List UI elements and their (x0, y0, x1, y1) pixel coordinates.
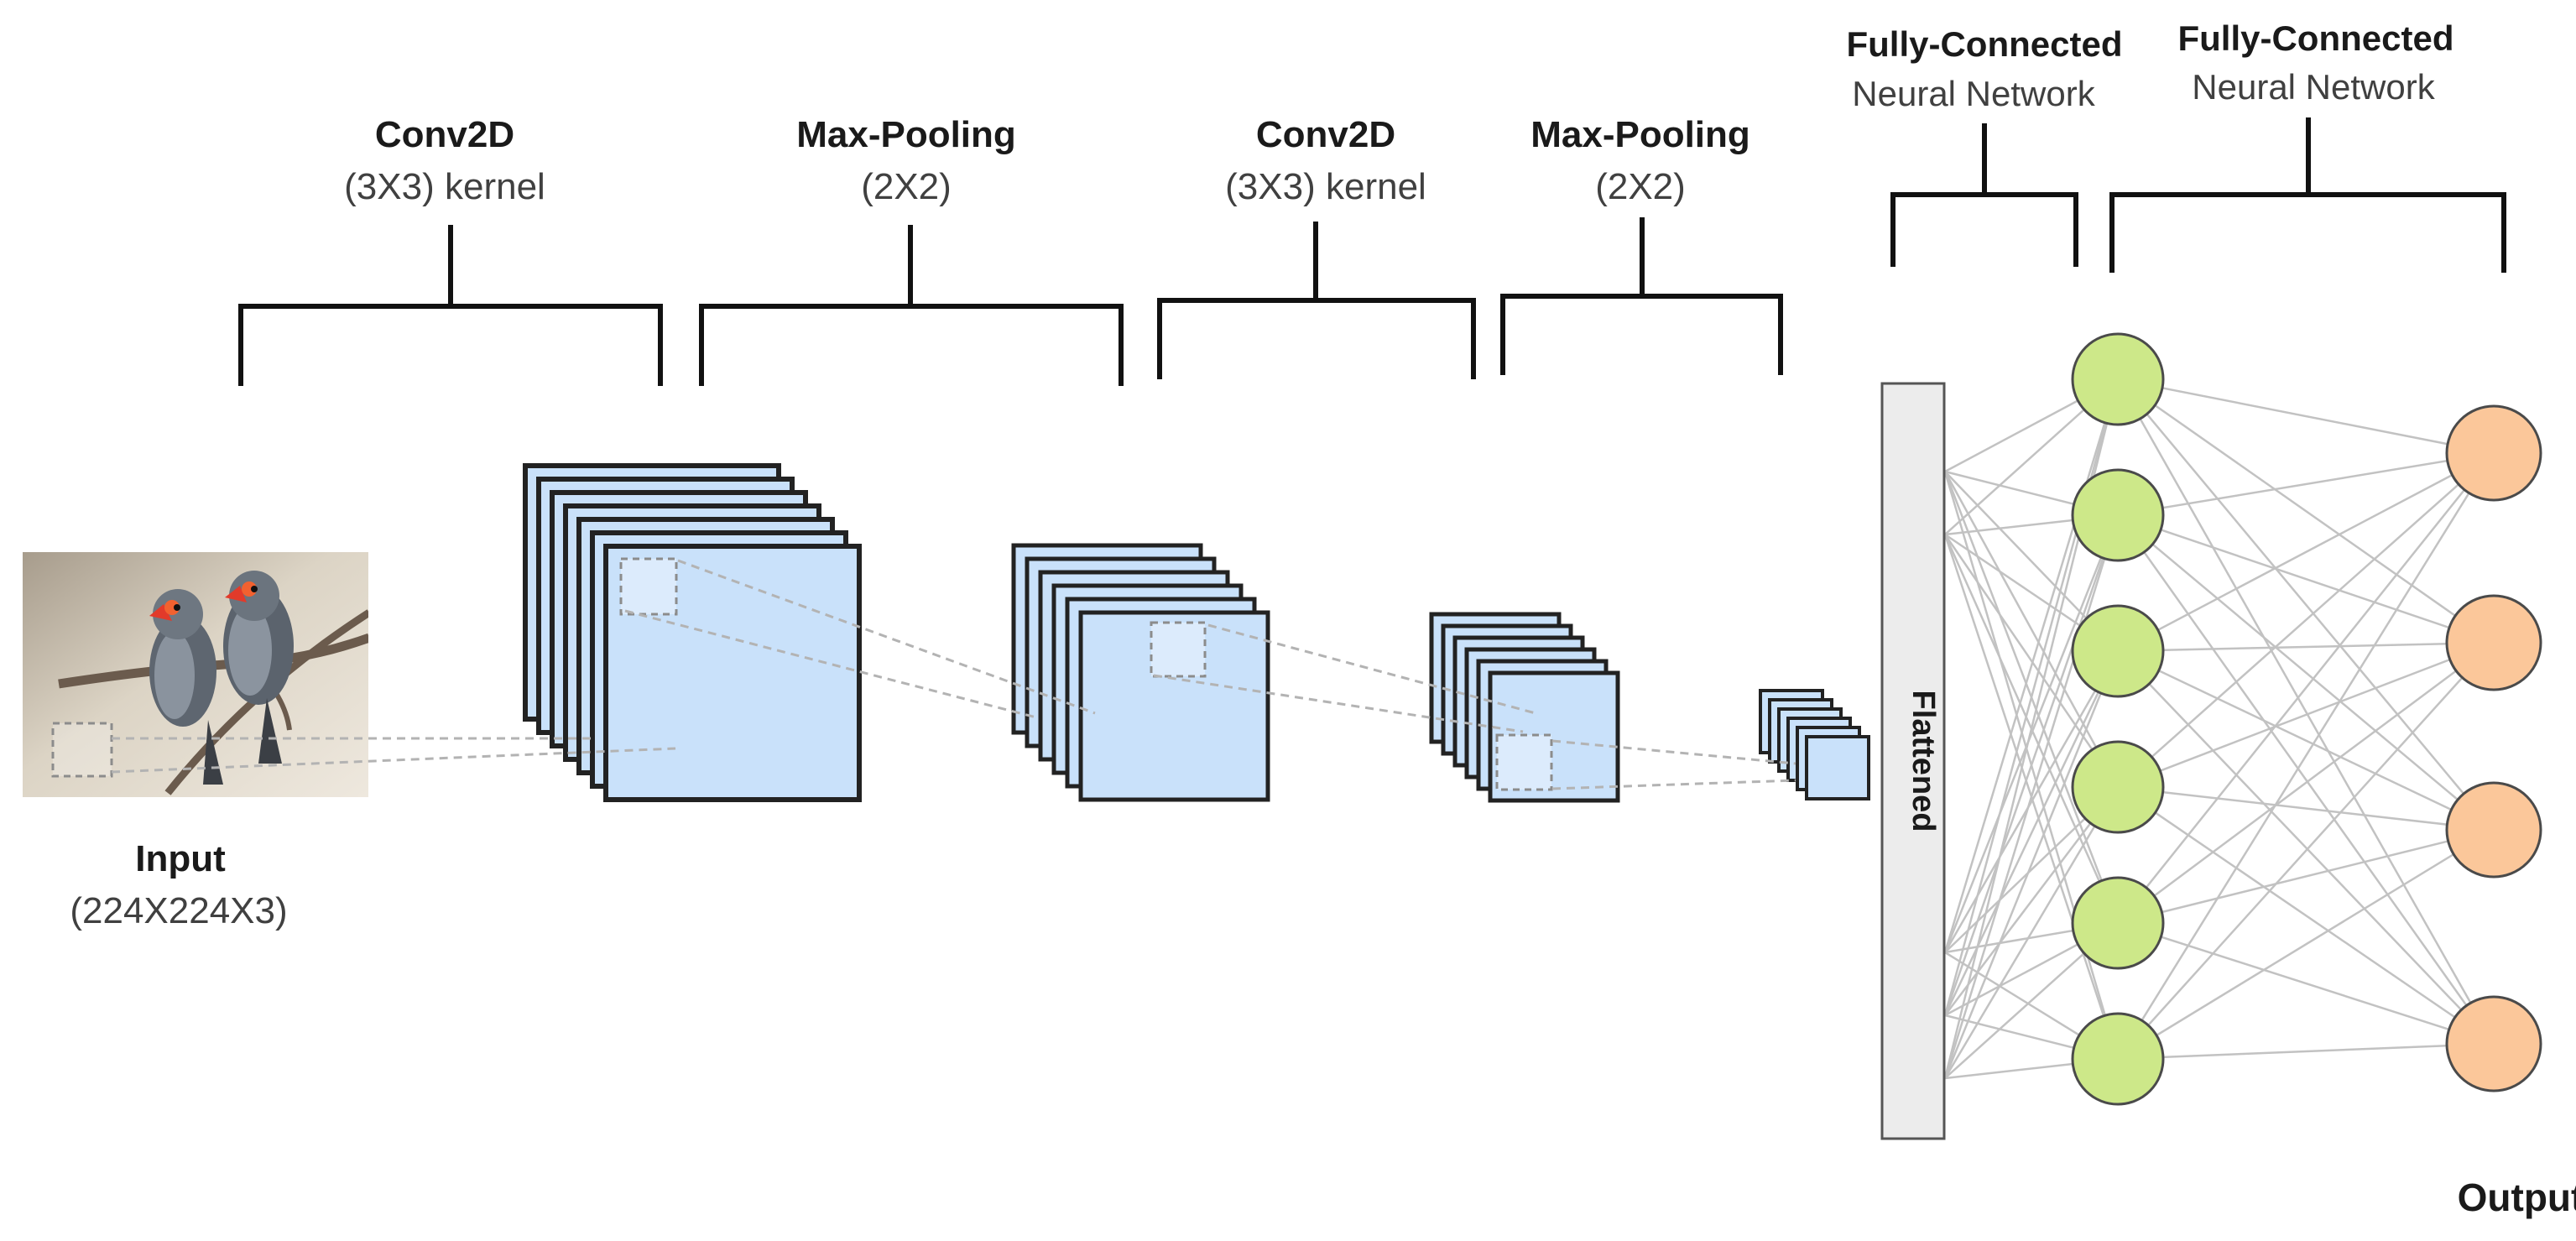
stage-header-conv2d-1: Conv2D (3X3) kernel (238, 114, 663, 386)
output-node (2445, 995, 2542, 1092)
stage-subtitle: Neural Network (1852, 74, 2095, 113)
connection-line (2117, 641, 2495, 653)
connection-line (2117, 828, 2495, 1061)
receptive-field (1495, 733, 1553, 791)
hidden-node (2071, 604, 2165, 698)
feature-map-stack-conv2 (1429, 612, 1620, 803)
output-node (2445, 404, 2542, 502)
flattened-layer: Flattened (1880, 382, 1946, 1140)
connection-line (1943, 650, 2120, 953)
hidden-node (2071, 1012, 2165, 1106)
connection-line (1943, 514, 2120, 953)
bracket (2109, 117, 2506, 273)
connection-line (2117, 451, 2495, 653)
stage-subtitle: (3X3) kernel (1225, 166, 1426, 207)
receptive-field (619, 557, 678, 616)
projection-line (1153, 674, 1524, 733)
connection-line (2117, 785, 2495, 832)
connection-line (2116, 378, 2495, 1045)
stage-header-conv2d-2: Conv2D (3X3) kernel (1157, 114, 1476, 379)
connection-line (1943, 786, 2120, 1079)
connection-line (1943, 534, 2120, 788)
projection-line (1551, 779, 1796, 790)
feature-map-stacks (523, 463, 1870, 803)
projection-line (677, 559, 1096, 715)
stage-title: Max-Pooling (796, 114, 1016, 155)
feature-map-stack-pool2 (1759, 689, 1870, 800)
connection-line (2117, 641, 2495, 789)
connection-line (2117, 642, 2495, 1060)
feature-map-stack-pool1 (1011, 543, 1270, 802)
feature-map (1488, 670, 1620, 803)
hidden-node (2071, 332, 2165, 426)
hidden-node (2071, 468, 2165, 562)
stage-subtitle: (2X2) (861, 166, 952, 207)
feature-map-stack-conv1 (523, 463, 862, 802)
stage-title: Conv2D (1256, 114, 1395, 155)
receptive-field (1150, 621, 1207, 678)
input-dims: (224X224X3) (70, 890, 287, 931)
feature-map (1805, 735, 1870, 800)
connection-line (1944, 786, 2119, 1016)
stage-header-maxpool-1: Max-Pooling (2X2) (699, 114, 1124, 386)
input-image (23, 552, 368, 797)
feature-map (603, 544, 862, 802)
stage-title: Max-Pooling (1530, 114, 1750, 155)
dense-connections (1943, 378, 2495, 1080)
projection-line (1551, 739, 1796, 765)
connection-line (2117, 785, 2495, 1045)
connection-line (2117, 452, 2495, 788)
connection-line (1943, 514, 2120, 1079)
network-nodes (2071, 332, 2542, 1106)
bracket (699, 225, 1124, 386)
output-node (2445, 594, 2542, 691)
bracket (1500, 217, 1783, 375)
connection-line (2117, 378, 2495, 831)
connection-line (1943, 650, 2120, 1016)
flattened-bar (1880, 382, 1946, 1140)
input-receptive-field (51, 722, 113, 778)
connection-line (1943, 650, 2120, 1079)
connection-line (2117, 378, 2495, 644)
connection-line (2117, 452, 2495, 924)
hidden-node (2071, 876, 2165, 970)
bracket (238, 225, 663, 386)
connection-line (2117, 514, 2495, 644)
bird-right (223, 571, 294, 764)
connection-line (2117, 649, 2495, 832)
connection-line (2117, 641, 2495, 925)
connection-line (2116, 514, 2495, 1045)
output-label: Output (2458, 1176, 2576, 1219)
connection-line (1943, 471, 2120, 788)
bracket (1157, 222, 1476, 379)
projection-lines (111, 559, 1796, 790)
stage-subtitle: Neural Network (2192, 67, 2435, 107)
connection-line (2117, 828, 2495, 925)
hidden-node (2071, 740, 2165, 834)
connection-line (1943, 378, 2120, 953)
stage-header-fc-2: Fully-Connected Neural Network (2109, 18, 2506, 273)
bracket (1890, 123, 2078, 267)
stage-subtitle: (2X2) (1595, 166, 1686, 207)
flattened-label: Flattened (1906, 691, 1941, 832)
connection-line (2117, 921, 2495, 1045)
connection-line (1943, 514, 2120, 1016)
stage-title: Fully-Connected (1846, 24, 2122, 64)
stage-subtitle: (3X3) kernel (344, 166, 545, 207)
feature-map (1078, 610, 1270, 802)
stage-header-fc-1: Fully-Connected Neural Network (1846, 24, 2123, 267)
output-node (2445, 781, 2542, 879)
connection-line (2116, 452, 2495, 1060)
input-label: Input (135, 838, 226, 879)
stage-header-maxpool-2: Max-Pooling (2X2) (1500, 114, 1783, 375)
connection-line (2117, 378, 2495, 455)
connection-line (2117, 451, 2495, 517)
connection-line (2117, 650, 2495, 1045)
connection-line (2117, 514, 2495, 831)
stage-title: Conv2D (375, 114, 514, 155)
connection-line (2117, 1042, 2495, 1061)
stage-title: Fully-Connected (2177, 18, 2453, 58)
